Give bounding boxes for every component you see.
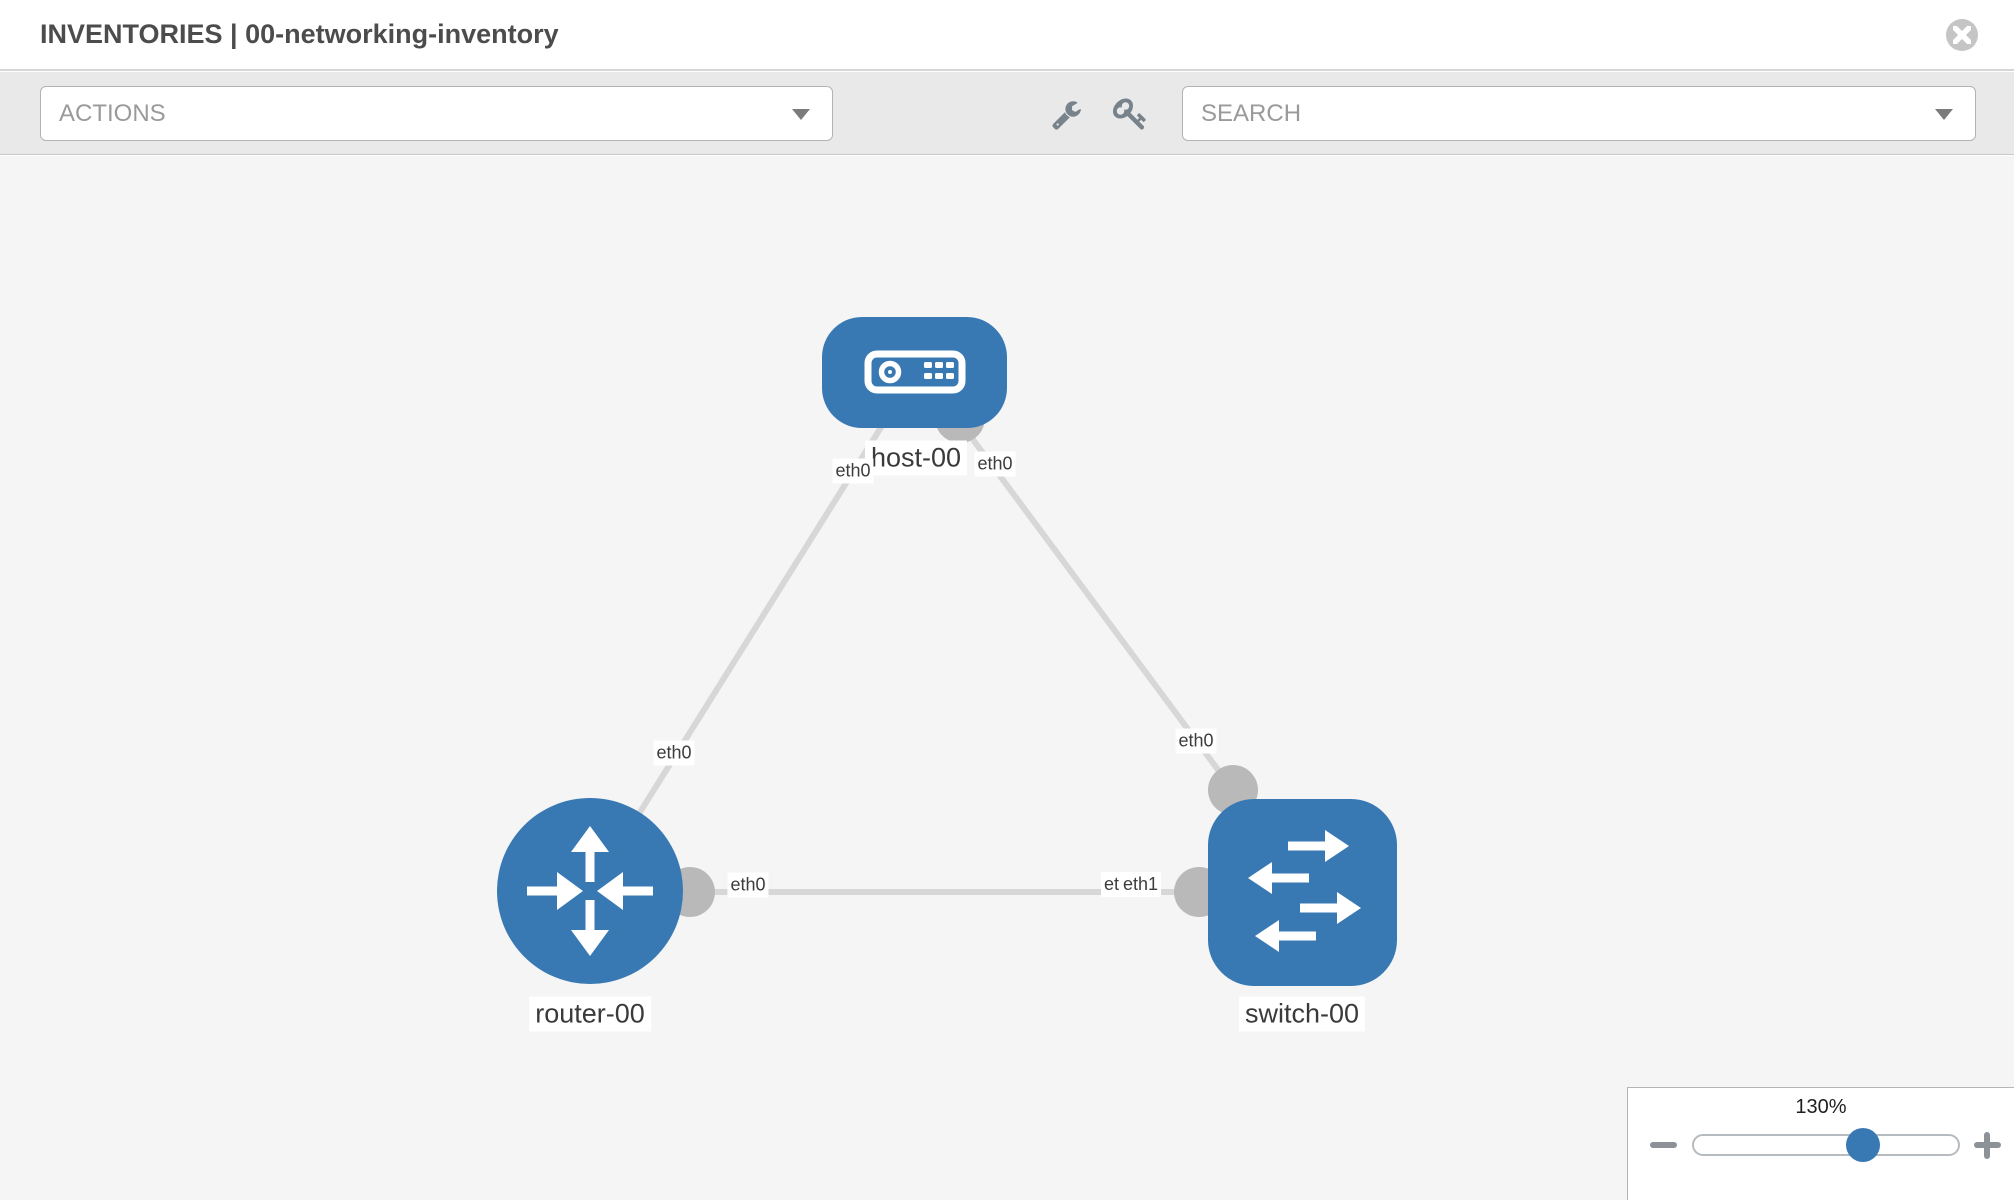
page-title: INVENTORIES | 00-networking-inventory — [40, 19, 559, 49]
router-icon — [527, 826, 653, 956]
node-label-host: host-00 — [864, 440, 968, 476]
node-label-router: router-00 — [529, 996, 651, 1032]
zoom-out-button[interactable] — [1650, 1142, 1677, 1148]
chevron-down-icon — [792, 109, 810, 120]
interface-label: eth0 — [727, 872, 769, 898]
key-icon[interactable] — [1113, 96, 1148, 136]
actions-dropdown-label: ACTIONS — [59, 100, 166, 127]
interface-label: eth0 — [1175, 728, 1217, 754]
wrench-icon[interactable] — [1051, 99, 1082, 135]
node-host-00[interactable] — [822, 317, 1007, 428]
switch-icon — [1248, 830, 1361, 952]
header: INVENTORIES | 00-networking-inventory — [0, 0, 2014, 71]
zoom-panel: 130% — [1627, 1087, 2014, 1200]
link-host-switch — [954, 416, 1236, 792]
interface-label: eth0 — [832, 458, 874, 484]
node-switch-00[interactable] — [1208, 799, 1397, 986]
interface-label: eth0 — [653, 740, 695, 766]
actions-dropdown[interactable]: ACTIONS — [40, 86, 833, 141]
topology-canvas[interactable]: host-00 router-00 switch-00 eth0 eth0 et… — [0, 156, 2014, 1200]
toolbar: ACTIONS SEARCH — [0, 72, 2014, 155]
topology-links — [587, 371, 1302, 895]
zoom-slider-handle[interactable] — [1846, 1128, 1880, 1162]
interface-label: eth1 — [1120, 872, 1162, 897]
close-button[interactable] — [1946, 19, 1978, 51]
node-router-00[interactable] — [497, 798, 683, 984]
zoom-slider[interactable] — [1692, 1128, 1960, 1162]
search-dropdown-label: SEARCH — [1201, 100, 1302, 127]
search-dropdown[interactable]: SEARCH — [1182, 86, 1976, 141]
host-icon — [864, 350, 966, 394]
interface-label-overlap: eth0 eth1 — [1101, 872, 1176, 899]
zoom-level: 130% — [1795, 1096, 1847, 1118]
interface-label: eth0 — [974, 451, 1016, 477]
node-label-switch: switch-00 — [1238, 996, 1366, 1032]
zoom-in-button[interactable] — [1974, 1132, 2001, 1159]
chevron-down-icon — [1935, 109, 1953, 120]
